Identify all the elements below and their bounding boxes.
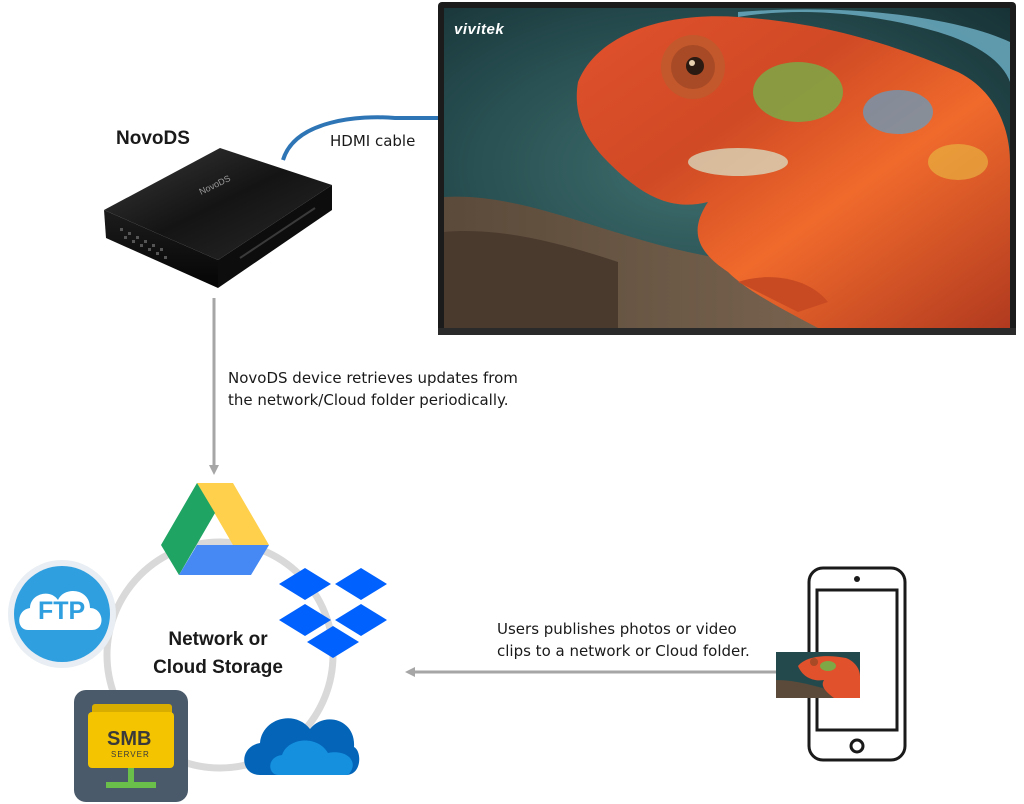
phone-photo-thumbnail [776,652,860,698]
smb-server-icon[interactable] [74,690,188,802]
cable-label: HDMI cable [330,132,416,150]
google-drive-icon[interactable] [161,483,269,575]
storage-label-line2: Cloud Storage [153,657,283,678]
smb-label: SMB [107,728,152,750]
ftp-cloud-icon[interactable] [6,558,118,670]
publish-note-line2: clips to a network or Cloud folder. [497,642,750,660]
onedrive-icon[interactable] [238,697,362,781]
retrieve-note: NovoDS device retrieves updates from the… [228,368,518,410]
display-screen [438,2,1016,335]
publish-note: Users publishes photos or video clips to… [497,619,750,661]
dropbox-icon[interactable] [277,566,389,666]
smb-sublabel: SERVER [111,750,150,759]
device-title: NovoDS [116,128,190,149]
ftp-label: FTP [38,597,86,625]
publish-note-line1: Users publishes photos or video [497,620,737,638]
storage-label-line1: Network or [168,629,268,650]
retrieve-note-line2: the network/Cloud folder periodically. [228,391,509,409]
storage-label: Network or Cloud Storage [138,626,298,682]
display-brand-logo: vivitek [454,21,505,38]
hdmi-cable [281,115,440,161]
retrieve-note-line1: NovoDS device retrieves updates from [228,369,518,387]
novods-device [104,148,332,288]
